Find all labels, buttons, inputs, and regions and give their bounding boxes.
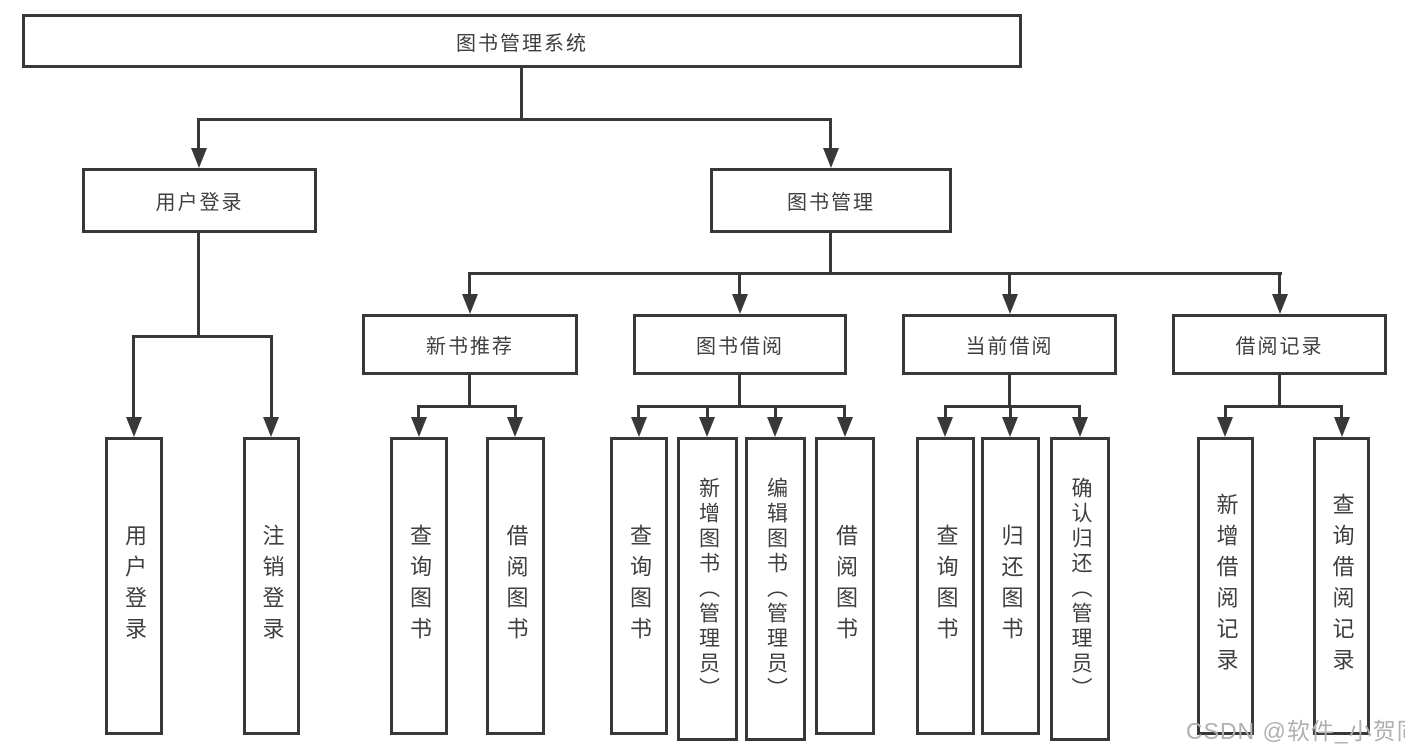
arrowhead-leaf-logout — [263, 417, 279, 437]
connector-borrow-records-bus — [1224, 405, 1343, 408]
leaf-add-borrow-record: 新增借阅记录 — [1197, 437, 1254, 735]
arrowhead-confirm-return — [1072, 417, 1088, 437]
connector-book-borrow-bus — [637, 405, 846, 408]
arrowhead-borrow-books-2 — [837, 417, 853, 437]
connector-drop-current-borrow — [1008, 272, 1011, 297]
connector-drop-edit-books — [774, 405, 777, 420]
leaf-return-books: 归还图书 — [981, 437, 1040, 735]
connector-drop-confirm-return — [1078, 405, 1081, 420]
connector-user-login-bus — [132, 335, 273, 338]
arrowhead-query-record — [1334, 417, 1350, 437]
leaf-query-books-current: 查询图书 — [916, 437, 975, 735]
node-borrowing-records: 借阅记录 — [1172, 314, 1387, 375]
connector-user-login-stem — [197, 233, 200, 337]
connector-drop-leaf-login — [132, 335, 135, 420]
leaf-user-login: 用户登录 — [105, 437, 163, 735]
leaf-query-books-recommend: 查询图书 — [390, 437, 448, 735]
connector-new-book-rec-stem — [468, 375, 471, 407]
connector-drop-borrow-records — [1278, 272, 1281, 297]
connector-current-borrow-stem — [1008, 375, 1011, 407]
leaf-query-books-borrowing: 查询图书 — [610, 437, 668, 735]
connector-current-borrow-bus — [944, 405, 1081, 408]
connector-drop-book-mgmt — [829, 118, 832, 151]
connector-drop-new-book-rec — [468, 272, 471, 297]
connector-book-borrow-stem — [738, 375, 741, 407]
connector-drop-add-record — [1224, 405, 1227, 420]
leaf-logout: 注销登录 — [243, 437, 300, 735]
leaf-query-borrow-record: 查询借阅记录 — [1313, 437, 1370, 735]
connector-drop-return-books — [1009, 405, 1012, 420]
arrowhead-user-login — [191, 148, 207, 168]
arrowhead-current-borrow — [1002, 294, 1018, 314]
node-new-book-recommendation: 新书推荐 — [362, 314, 578, 375]
node-current-borrowing: 当前借阅 — [902, 314, 1117, 375]
leaf-borrow-books-recommend: 借阅图书 — [486, 437, 545, 735]
node-book-borrowing: 图书借阅 — [633, 314, 847, 375]
connector-book-mgmt-bus — [468, 272, 1282, 275]
arrowhead-query-books-2 — [631, 417, 647, 437]
arrowhead-leaf-login — [126, 417, 142, 437]
leaf-borrow-books-borrowing: 借阅图书 — [815, 437, 875, 735]
connector-borrow-records-stem — [1278, 375, 1281, 407]
connector-drop-user-login — [197, 118, 200, 151]
arrowhead-add-books — [699, 417, 715, 437]
node-user-login: 用户登录 — [82, 168, 317, 233]
csdn-watermark: CSDN @软件_小贺同学 — [1186, 718, 1405, 744]
connector-drop-query-books-2 — [637, 405, 640, 420]
arrowhead-new-book-rec — [462, 294, 478, 314]
node-root-library-system: 图书管理系统 — [22, 14, 1022, 68]
arrowhead-book-borrow — [732, 294, 748, 314]
leaf-add-books-admin: 新增图书（管理员） — [677, 437, 738, 741]
arrowhead-edit-books — [767, 417, 783, 437]
connector-drop-borrow-books-1 — [514, 405, 517, 420]
arrowhead-borrow-records — [1272, 294, 1288, 314]
arrowhead-return-books — [1002, 417, 1018, 437]
connector-drop-query-books-3 — [944, 405, 947, 420]
connector-drop-query-record — [1340, 405, 1343, 420]
connector-drop-book-borrow — [738, 272, 741, 297]
connector-drop-leaf-logout — [270, 335, 273, 420]
node-book-management: 图书管理 — [710, 168, 952, 233]
arrowhead-query-books-3 — [937, 417, 953, 437]
arrowhead-query-books-1 — [411, 417, 427, 437]
connector-book-mgmt-stem — [829, 233, 832, 274]
arrowhead-borrow-books-1 — [507, 417, 523, 437]
leaf-confirm-return-admin: 确认归还（管理员） — [1050, 437, 1110, 741]
connector-drop-borrow-books-2 — [843, 405, 846, 420]
connector-root-bus — [197, 118, 832, 121]
connector-drop-add-books — [706, 405, 709, 420]
arrowhead-book-mgmt — [823, 148, 839, 168]
connector-new-book-rec-bus — [417, 405, 517, 408]
connector-drop-query-books-1 — [417, 405, 420, 420]
connector-root-stem — [520, 68, 523, 120]
leaf-edit-books-admin: 编辑图书（管理员） — [745, 437, 806, 741]
arrowhead-add-record — [1217, 417, 1233, 437]
